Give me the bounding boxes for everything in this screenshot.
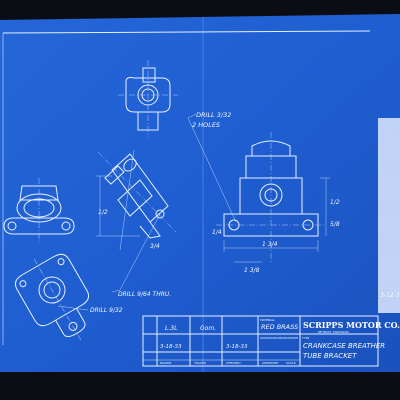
tb-material: RED BRASS [261,323,298,331]
tb-drawn-value: L.3L [165,325,177,332]
dim-2: 1 3/8 [244,267,260,274]
tb-label-drawn: DRAWN [160,361,171,365]
note-drill-top-2: 2 HOLES [192,121,220,129]
tb-date-2: 3-18-33 [226,344,248,350]
note-drill-thru: DRILL 9/64 THRU. [118,291,171,298]
tb-date-1: 3-18-33 [160,344,182,350]
tb-type-label: TYPE [301,336,309,340]
part-name-1: CRANKCASE BREATHER [303,342,385,350]
tb-label-scale: SCALE [286,361,296,365]
tb-label-traced: TRACED [193,361,207,365]
dim-5: 1 3/4 [262,241,278,248]
tb-label-approved: APPROVED [262,361,279,365]
title-block: L.3L Gom. MATERIAL RED BRASS ALLOWABLE V… [142,315,400,367]
front-view: 1 3/4 1 3/8 1/2 5/8 1/4 DRILL 3/32 2 HOL… [187,111,340,274]
dim-1: 1/2 [98,209,108,216]
tb-traced-value: Gom. [200,325,216,332]
dim-4: 3/4 [150,243,160,250]
border-top [2,30,371,34]
revision-strip: 3-12-3 [378,118,400,313]
tb-material-label: MATERIAL [260,318,275,322]
note-drill-left: DRILL 9/32 [90,307,123,314]
company-name: SCRIPPS MOTOR CO. [303,320,400,330]
part-name-2: TUBE BRACKET [303,352,357,360]
top-view [118,60,178,138]
tb-label-checked: CHECKED [226,361,241,365]
blueprint-sheet [0,14,400,372]
plan-view: DRILL 9/32 [14,253,123,341]
dim-3: 1/4 [212,229,222,236]
angled-view: 1/2 3/4 DRILL 9/64 THRU. [96,149,177,298]
company-location: DETROIT, MICHIGAN [318,330,348,334]
tb-tolerance: ALLOWABLE VARIATION ON FRACTIONAL DIMENS… [260,336,298,340]
end-view [3,178,75,244]
dim-6: 1/2 [330,199,340,206]
dim-7: 5/8 [330,221,340,228]
side-date: 3-12-3 [380,292,400,299]
note-drill-top-1: DRILL 3/32 [196,111,231,119]
